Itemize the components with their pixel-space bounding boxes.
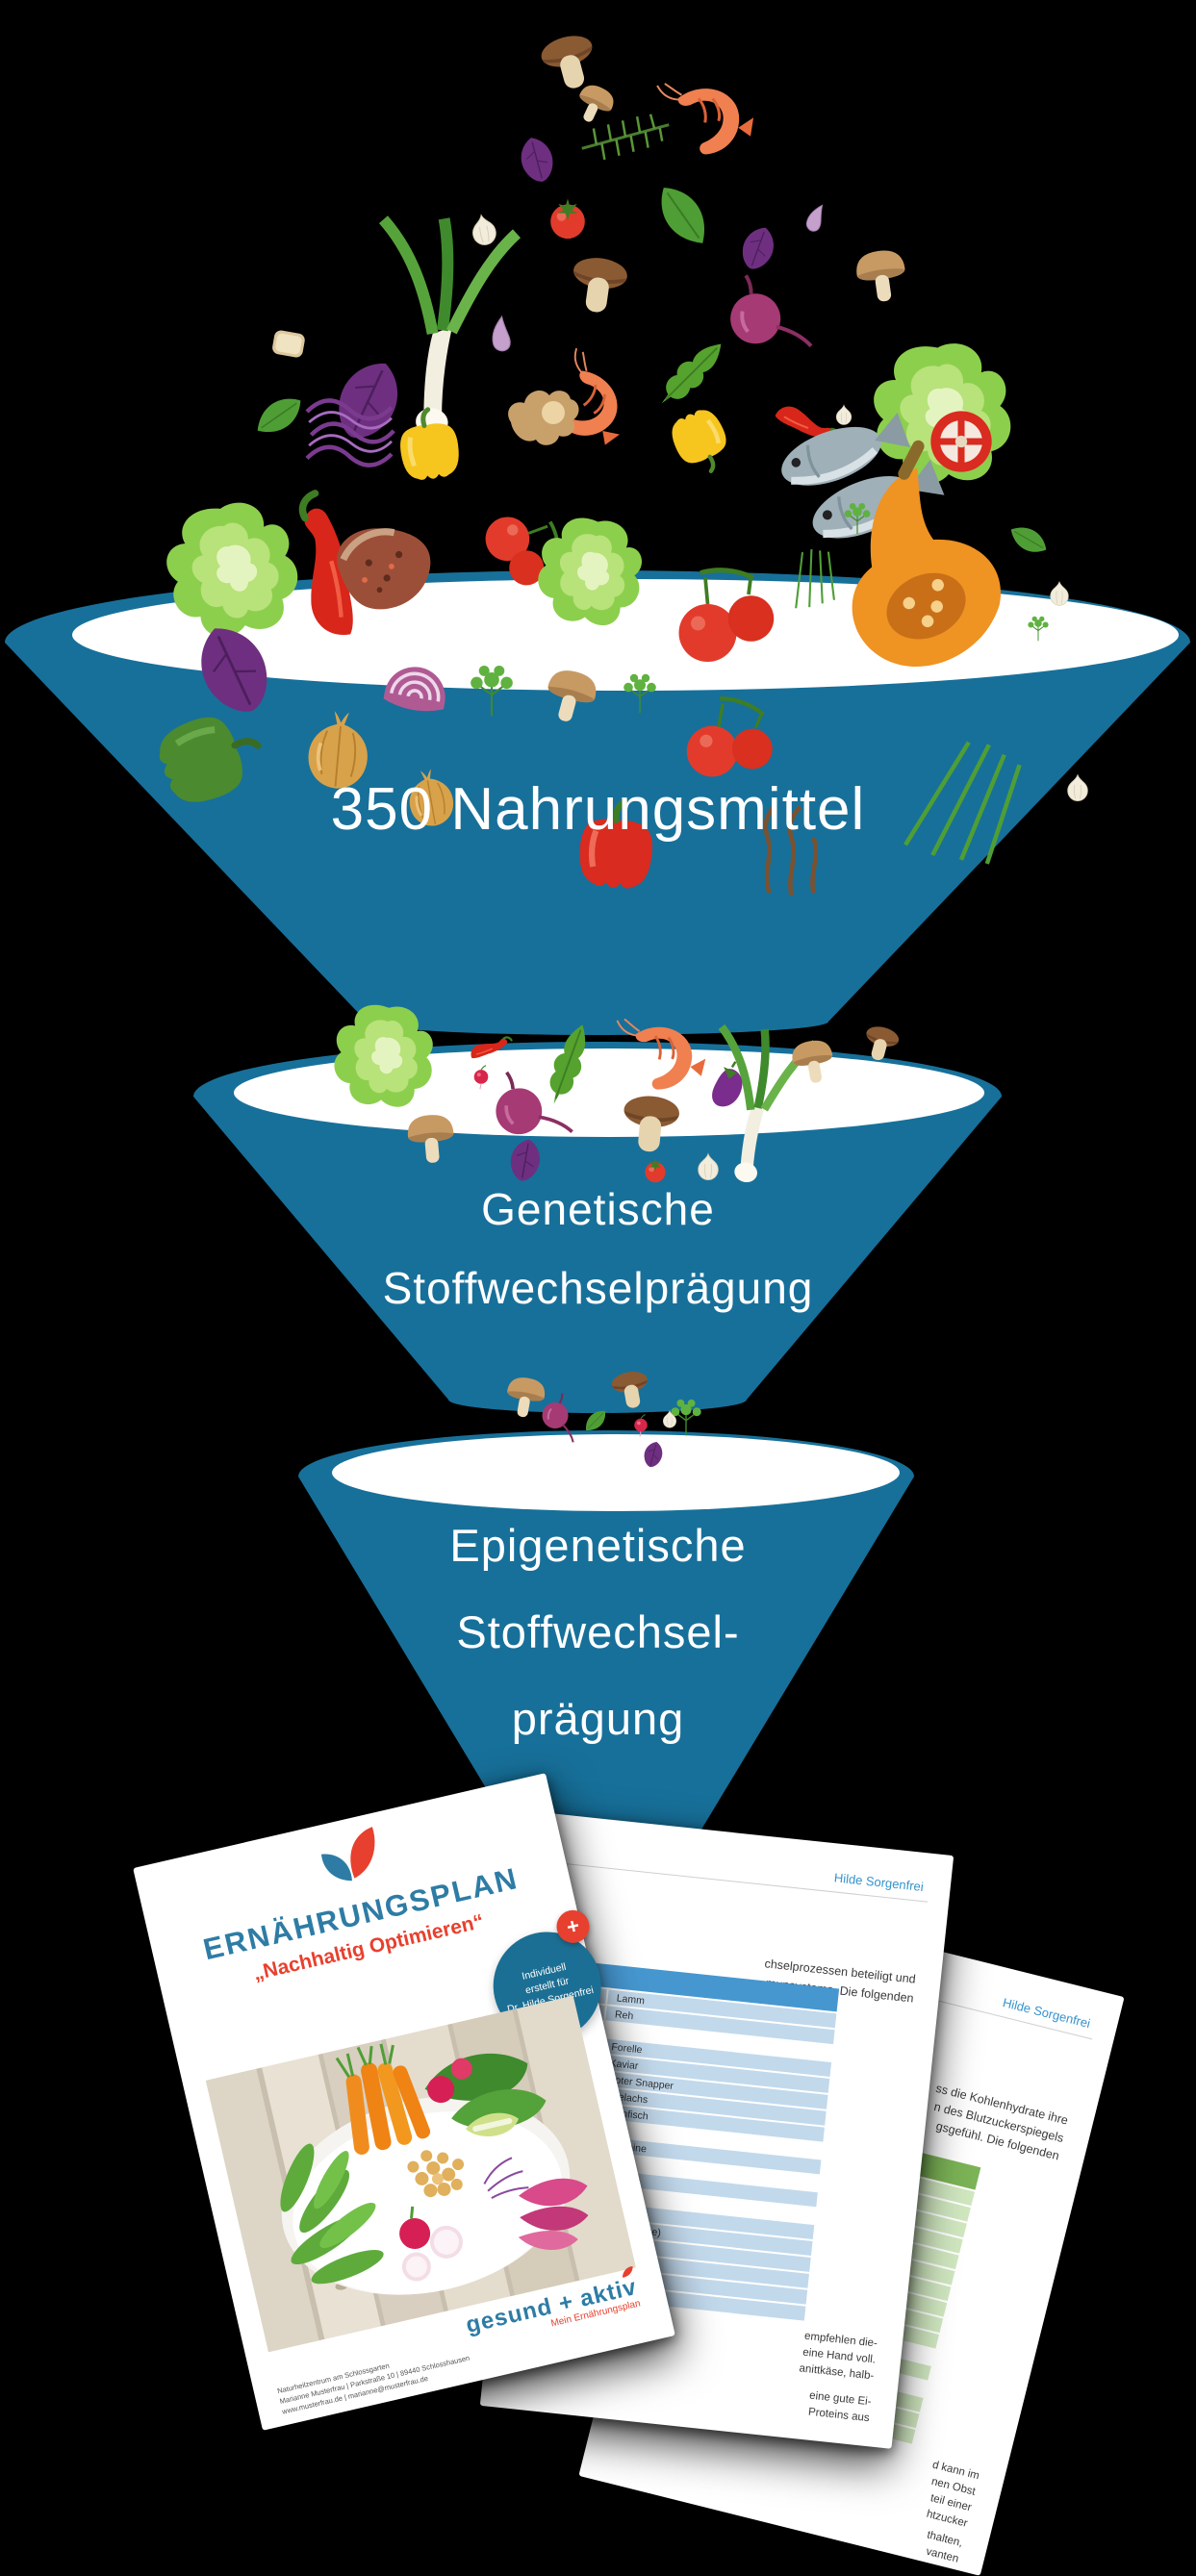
page-body-text: thalten,vanten bbox=[921, 2527, 964, 2567]
page-header-client-name: Hilde Sorgenfrei bbox=[833, 1870, 925, 1895]
funnel-label-epigenetische-stoffwechselpraegung: Epigenetische Stoffwechsel- prägung bbox=[0, 1503, 1196, 1762]
funnel-section-2-shape bbox=[193, 1042, 1002, 1413]
funnel-infographic: 350 Nahrungsmittel Genetische Stoffwechs… bbox=[0, 35, 1196, 2576]
funnel-section-1-shape bbox=[5, 570, 1190, 1035]
brand-name: gesund + aktiv bbox=[464, 2265, 640, 2339]
funnel-label-line: Epigenetische bbox=[449, 1520, 747, 1571]
page-body-text: empfehlen die-eine Hand voll.anittkäse, … bbox=[799, 2329, 878, 2386]
funnel-label-line: Stoffwechsel- bbox=[456, 1606, 740, 1657]
funnel-label-line: prägung bbox=[511, 1693, 685, 1744]
funnel-label-line: Genetische bbox=[481, 1184, 715, 1234]
page-body-text: eine gute Ei-Proteins aus bbox=[806, 2388, 872, 2428]
brand-logo: gesund + aktiv Mein Ernährungsplan bbox=[464, 2265, 642, 2348]
cover-photo-vegetable-plate bbox=[205, 1995, 636, 2353]
funnel-label-350-nahrungsmittel: 350 Nahrungsmittel bbox=[0, 775, 1196, 844]
funnel-section-1-mouth bbox=[72, 579, 1179, 691]
page-header-client-name: Hilde Sorgenfrei bbox=[1001, 1995, 1092, 2032]
leaves-logo-icon bbox=[136, 1784, 561, 1933]
nutrition-plan-cover: ERNÄHRUNGSPLAN „Nachhaltig Optimieren“ I… bbox=[133, 1773, 675, 2431]
funnel-section-2-mouth bbox=[234, 1048, 984, 1137]
funnel-section-3-mouth bbox=[332, 1434, 900, 1511]
funnel-label-line: 350 Nahrungsmittel bbox=[330, 776, 866, 843]
brand-leaf-icon bbox=[622, 2265, 633, 2278]
funnel-section-3-shape bbox=[298, 1430, 914, 1883]
funnel-label-line: Stoffwechselprägung bbox=[382, 1263, 814, 1313]
funnel-label-genetische-stoffwechselpraegung: Genetische Stoffwechselprägung bbox=[0, 1170, 1196, 1327]
